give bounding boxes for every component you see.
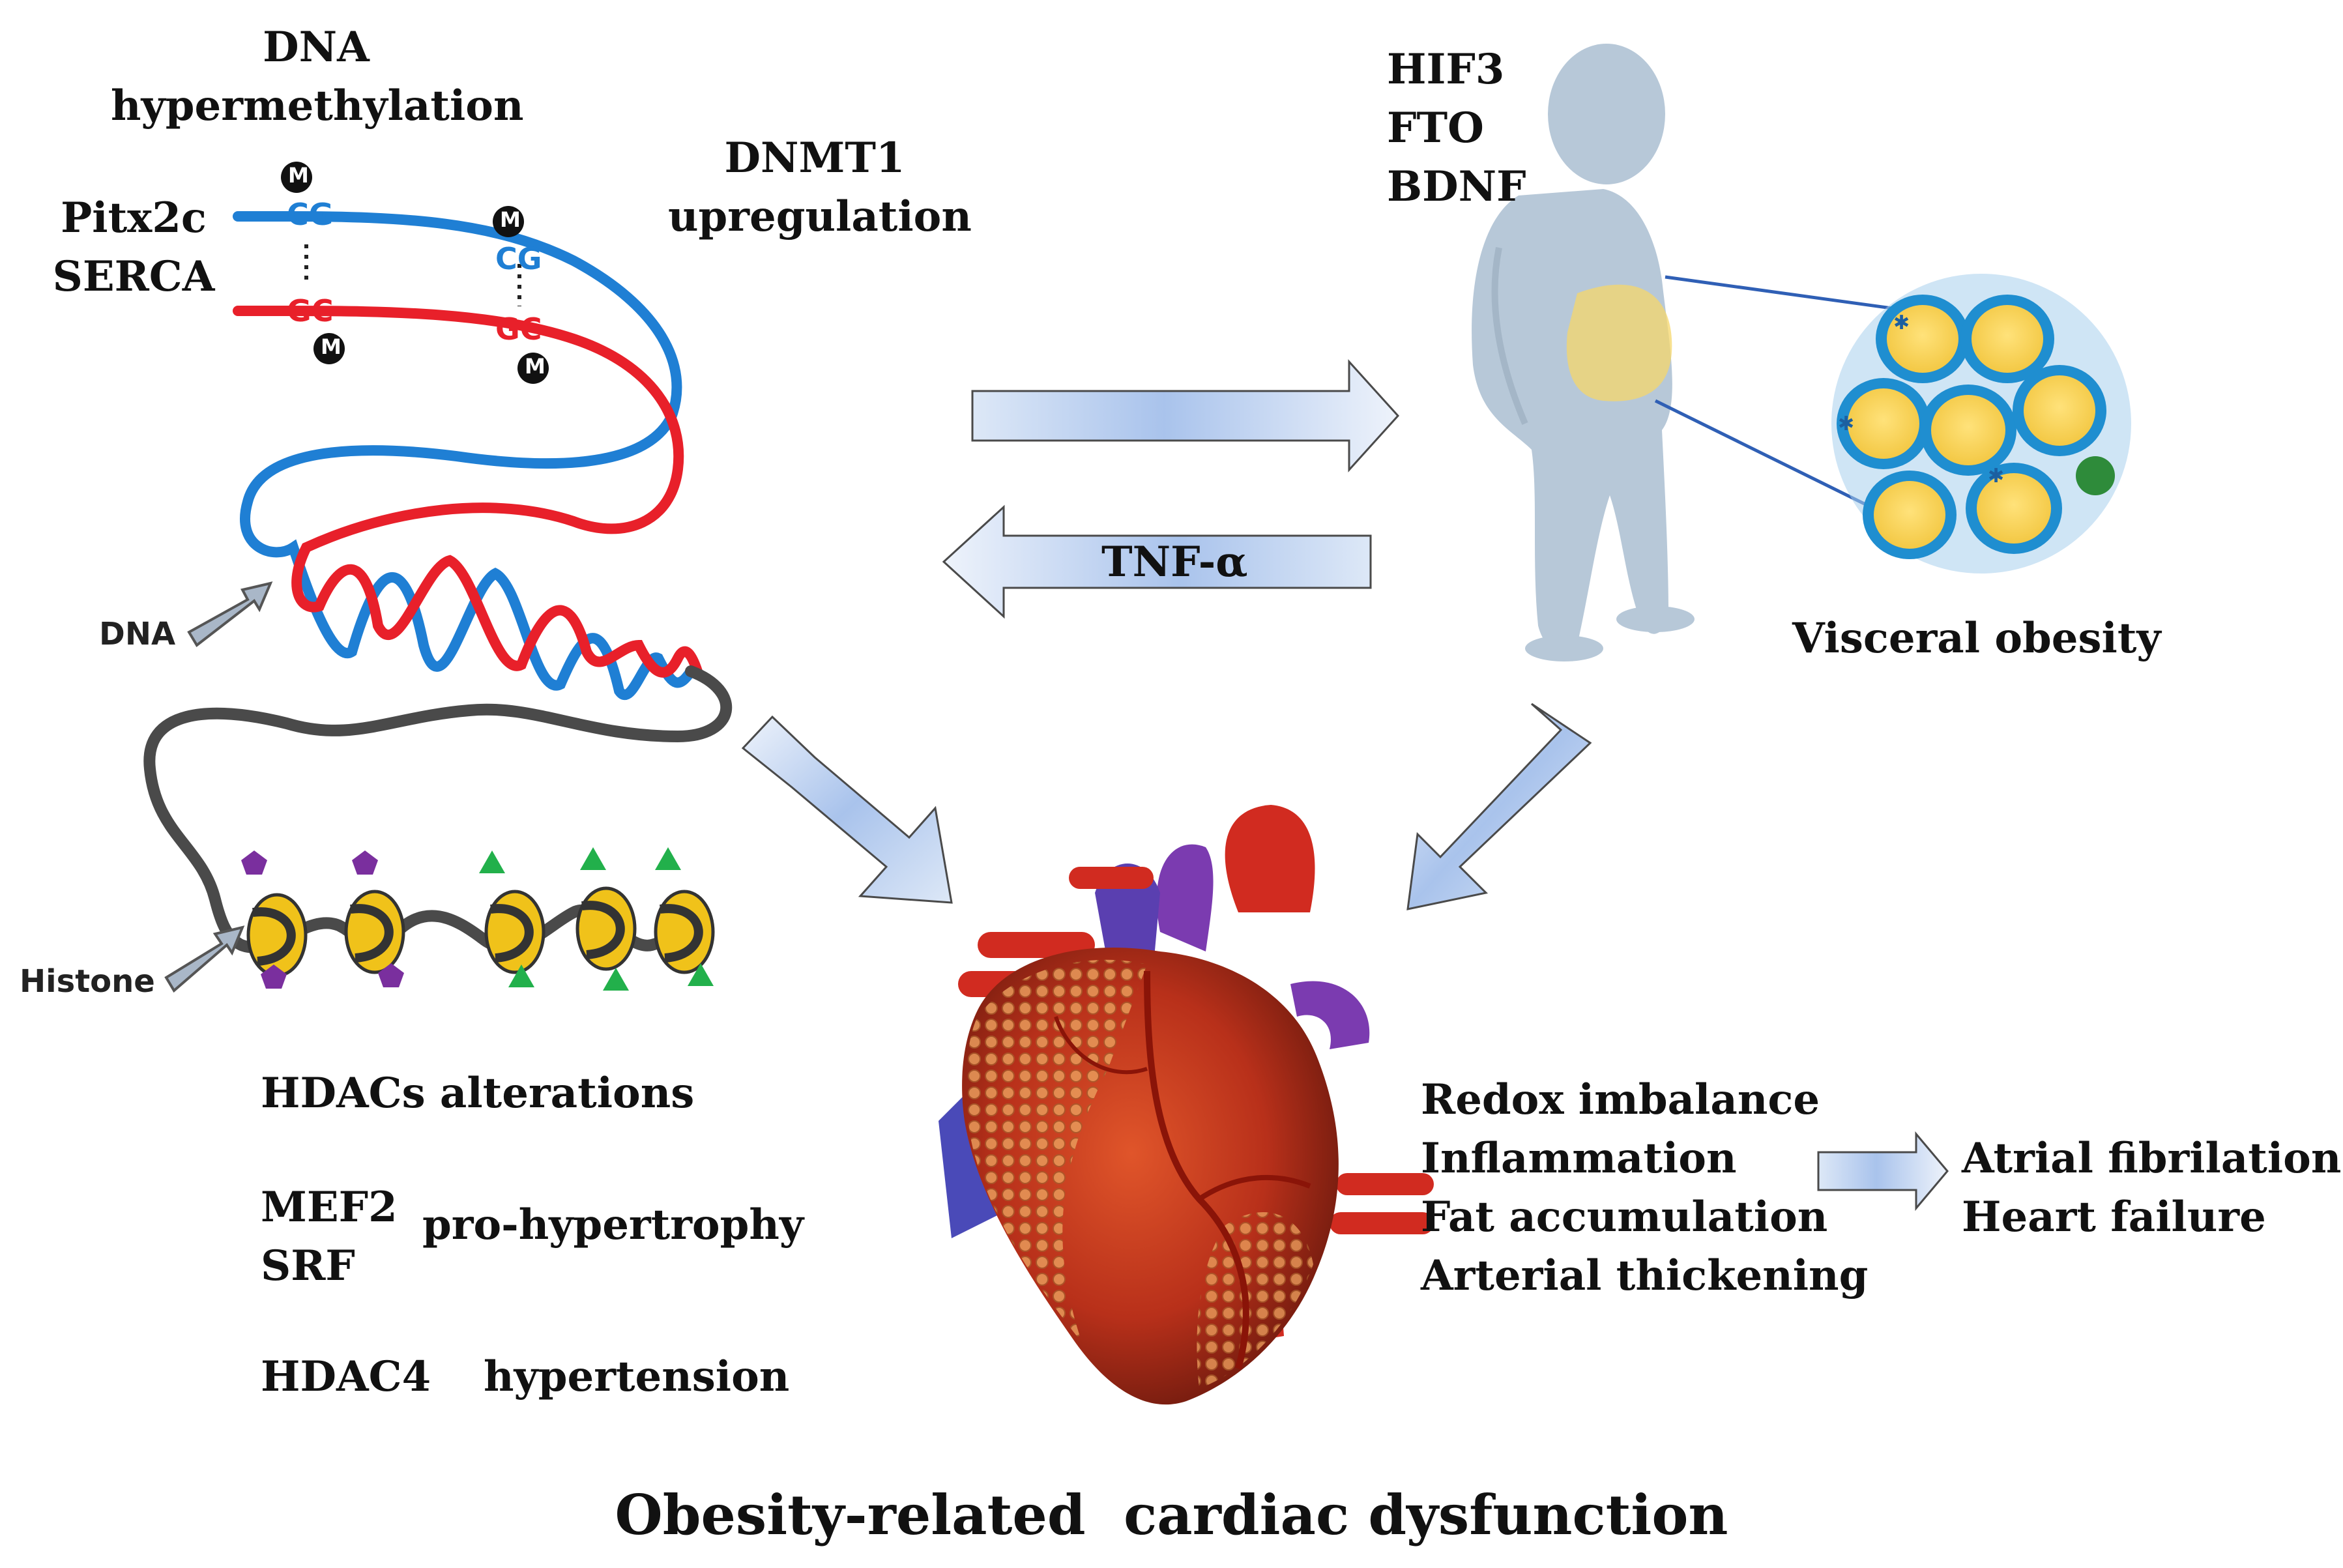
clinical-outcomes: Atrial fibrilation Heart failure: [1962, 1129, 2341, 1247]
arrow-epigenetics-to-heart: [741, 715, 953, 904]
gene-srf: SRF: [261, 1241, 355, 1290]
arrow-tnf-back: [942, 504, 1372, 619]
nucleosome: [246, 893, 308, 978]
nucleosome: [484, 890, 546, 974]
nucleosome: [654, 890, 715, 974]
gene-hif3: HIF3: [1387, 45, 1505, 94]
histone-pointer-arrow: [164, 925, 245, 993]
methyl-pentagon: [261, 965, 287, 989]
arrow-to-outcomes: [1817, 1131, 1949, 1212]
aorta: [1225, 805, 1315, 912]
adipocyte: [1837, 378, 1930, 469]
methyl-mark-letter: M: [288, 163, 309, 188]
figure-caption-title: Obesity-related cardiac dysfunction: [615, 1483, 1728, 1547]
dnmt1-line1: DNMT1: [724, 134, 905, 182]
gene-serca: SERCA: [52, 252, 215, 301]
methyl-mark-letter: M: [500, 207, 521, 232]
dna-hypermethylation-title: DNA hypermethylation: [111, 18, 524, 136]
dna-red-strand: [233, 306, 703, 678]
effect-item: Inflammation: [1421, 1134, 1737, 1183]
adipocyte: [1876, 295, 1970, 383]
methyl-mark: [493, 206, 524, 237]
nucleosome: [344, 890, 405, 974]
adipocyte: [2013, 365, 2106, 456]
adipocyte: [1960, 295, 2054, 383]
gene-mef2: MEF2: [261, 1183, 398, 1232]
adipocyte: [1920, 385, 2016, 476]
acetyl-triangle: [479, 850, 505, 873]
methyl-pentagon: [241, 850, 267, 875]
gene-fto: FTO: [1387, 104, 1484, 152]
visceral-obesity-label: Visceral obesity: [1792, 614, 2161, 663]
methyl-mark: [517, 353, 549, 384]
hypertension-label: hypertension: [484, 1352, 790, 1401]
base-pair-cg-label: CG: [287, 197, 334, 232]
outcome-item: Atrial fibrilation: [1962, 1134, 2342, 1183]
dna-double-strand: [143, 211, 733, 951]
gene-pitx2c: Pitx2c: [61, 194, 207, 242]
gene-bdnf: BDNF: [1387, 162, 1526, 211]
tnf-alpha-label: TNF-α: [1101, 538, 1248, 587]
dna-title-line2: hypermethylation: [111, 81, 524, 130]
adipocyte: [1863, 471, 1957, 559]
cardiac-effects-list: Redox imbalance Inflammation Fat accumul…: [1421, 1071, 1868, 1305]
adipose-tissue-cluster: ✱ ✱ ✱: [1831, 274, 2131, 573]
nucleosome: [575, 886, 637, 971]
svg-text:✱: ✱: [1893, 312, 1910, 334]
acetyl-triangle: [508, 965, 534, 987]
acetyl-triangle: [655, 847, 681, 870]
immune-cell: [2076, 456, 2115, 495]
dna-label: DNA: [99, 616, 176, 652]
acetyl-triangle: [580, 847, 606, 870]
gene-targets: Pitx2c SERCA: [39, 189, 228, 306]
base-pair-gc-label: GC: [287, 293, 334, 328]
chromatin-linker: [143, 665, 733, 951]
arrow-to-obesity: [971, 359, 1400, 472]
obesity-genes: HIF3 FTO BDNF: [1387, 40, 1526, 216]
arrow-obesity-to-heart: [1406, 703, 1592, 910]
outcome-item: Heart failure: [1962, 1193, 2266, 1241]
methyl-pentagon: [378, 963, 404, 987]
base-pair-cg-label: CG: [495, 241, 542, 276]
methyl-mark-letter: M: [321, 334, 342, 359]
methyl-mark-letter: M: [525, 354, 546, 379]
hdac-alterations: HDACs alterations: [261, 1069, 695, 1118]
methyl-mark: [313, 333, 345, 364]
dnmt1-upregulation: DNMT1 upregulation: [668, 129, 972, 246]
svg-text:✱: ✱: [1838, 413, 1854, 435]
dna-title-line1: DNA: [263, 23, 370, 72]
heart-illustration: [939, 805, 1434, 1405]
effect-item: Fat accumulation: [1421, 1193, 1828, 1241]
acetyl-triangle: [688, 963, 714, 986]
effect-item: Redox imbalance: [1421, 1075, 1820, 1124]
hdac4-label: HDAC4: [261, 1352, 431, 1401]
svg-text:✱: ✱: [1988, 465, 2004, 487]
methyl-mark: [281, 162, 312, 193]
effect-item: Arterial thickening: [1421, 1251, 1869, 1300]
adipocyte: [1966, 463, 2062, 554]
histone-label: Histone: [20, 963, 155, 1000]
dnmt1-line2: upregulation: [668, 192, 972, 241]
methyl-pentagon: [352, 850, 378, 875]
mef2-srf: MEF2 SRF: [261, 1178, 398, 1296]
pro-hypertrophy-label: pro-hypertrophy: [422, 1200, 804, 1249]
histone-array: [239, 847, 715, 991]
pulmonary-artery: [1156, 844, 1214, 951]
visceral-fat-region: [1566, 284, 1672, 401]
base-pair-gc-label: GC: [495, 312, 542, 347]
acetyl-triangle: [603, 968, 629, 991]
dna-blue-strand: [233, 211, 696, 700]
obese-child-silhouette: [1472, 44, 1949, 661]
dna-pointer-arrow: [187, 581, 273, 647]
methyl-marks: [281, 162, 549, 384]
epicardial-fat: [966, 959, 1147, 1343]
